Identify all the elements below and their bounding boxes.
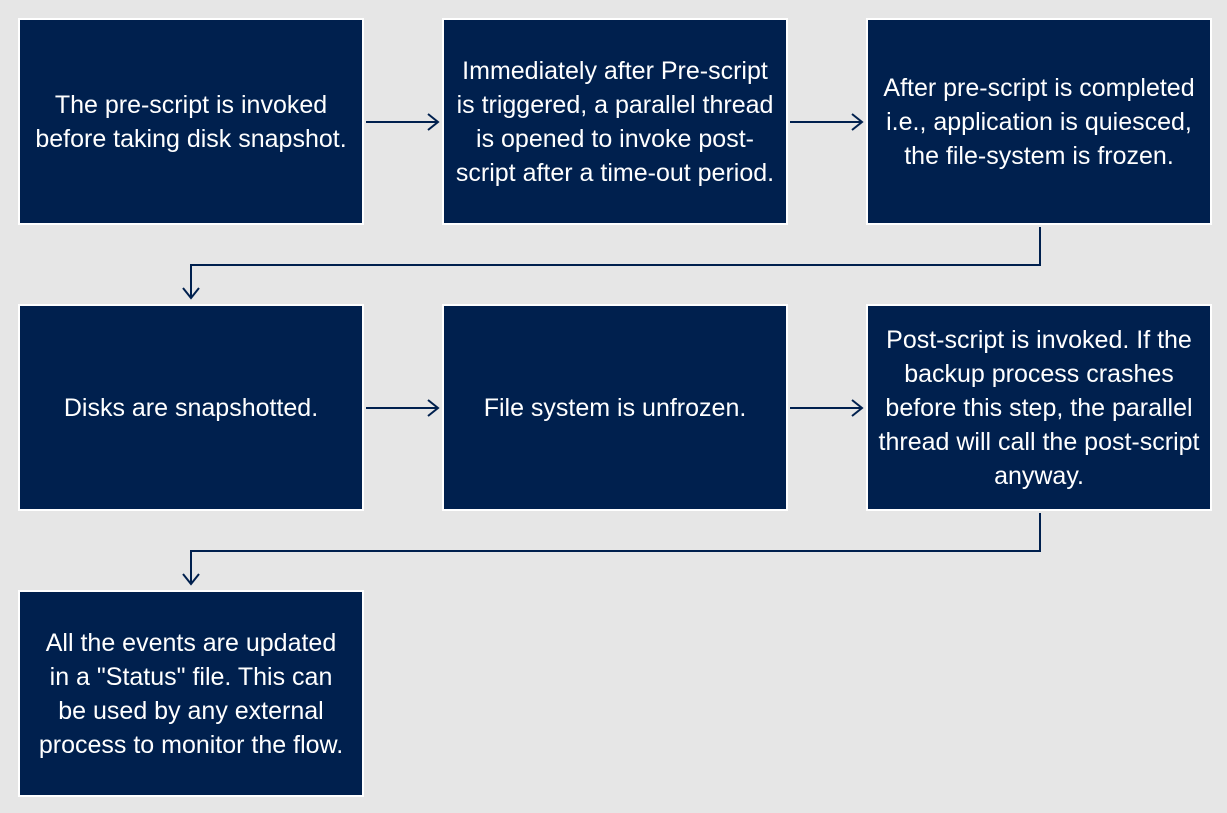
arrow-step2-to-step3 bbox=[790, 113, 864, 131]
step-disks-snapshotted: Disks are snapshotted. bbox=[18, 304, 364, 511]
arrow-step4-to-step5 bbox=[366, 399, 440, 417]
arrow-step6-to-step7 bbox=[182, 513, 1041, 586]
step-7-text: All the events are updated in a "Status"… bbox=[38, 628, 344, 759]
arrow-step3-to-step4 bbox=[182, 227, 1041, 300]
step-status-file-updated: All the events are updated in a "Status"… bbox=[18, 590, 364, 797]
step-3-text: After pre-script is completed i.e., appl… bbox=[883, 73, 1195, 170]
step-1-text: The pre-script is invoked before taking … bbox=[35, 90, 347, 153]
step-invoke-pre-script: The pre-script is invoked before taking … bbox=[18, 18, 364, 225]
step-5-text: File system is unfrozen. bbox=[483, 393, 747, 422]
step-file-system-unfrozen: File system is unfrozen. bbox=[442, 304, 788, 511]
step-parallel-thread: Immediately after Pre-script is triggere… bbox=[442, 18, 788, 225]
step-post-script-invoked: Post-script is invoked. If the backup pr… bbox=[866, 304, 1212, 511]
arrow-step5-to-step6 bbox=[790, 399, 864, 417]
step-6-text: Post-script is invoked. If the backup pr… bbox=[878, 325, 1200, 490]
arrow-step1-to-step2 bbox=[366, 113, 440, 131]
step-4-text: Disks are snapshotted. bbox=[63, 393, 319, 422]
step-file-system-frozen: After pre-script is completed i.e., appl… bbox=[866, 18, 1212, 225]
step-2-text: Immediately after Pre-script is triggere… bbox=[455, 56, 775, 187]
